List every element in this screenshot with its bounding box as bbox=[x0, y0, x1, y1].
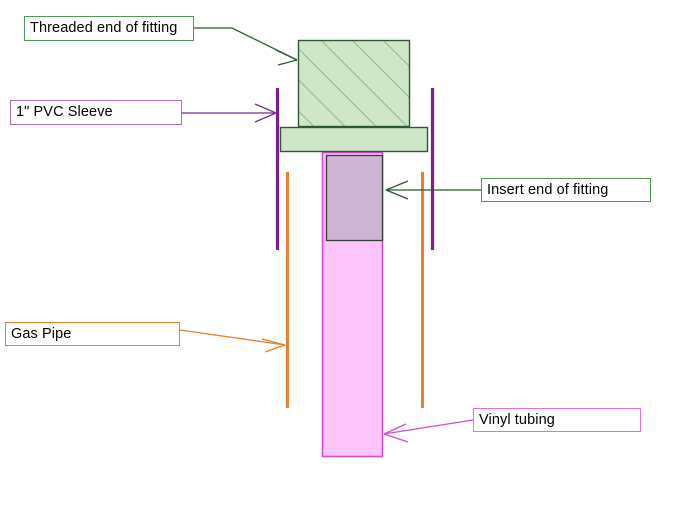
label-vinyl-tubing[interactable]: Vinyl tubing bbox=[473, 408, 641, 432]
insert-end-shape bbox=[325, 154, 384, 242]
leader-vinyl-tubing bbox=[383, 419, 474, 443]
label-gas-pipe[interactable]: Gas Pipe bbox=[5, 322, 180, 346]
fitting-flange-shape bbox=[279, 126, 429, 153]
label-insert-end-of-fitting[interactable]: Insert end of fitting bbox=[481, 178, 651, 202]
leader-insert-end bbox=[385, 180, 481, 200]
label-pvc-sleeve[interactable]: 1" PVC Sleeve bbox=[10, 100, 182, 125]
threaded-end-outline bbox=[297, 39, 411, 128]
leader-threaded-end bbox=[193, 27, 298, 66]
label-threaded-end-of-fitting[interactable]: Threaded end of fitting bbox=[24, 16, 194, 41]
leader-gas-pipe bbox=[179, 329, 286, 353]
threaded-end-shape bbox=[298, 40, 410, 127]
leader-pvc-sleeve bbox=[182, 103, 277, 123]
